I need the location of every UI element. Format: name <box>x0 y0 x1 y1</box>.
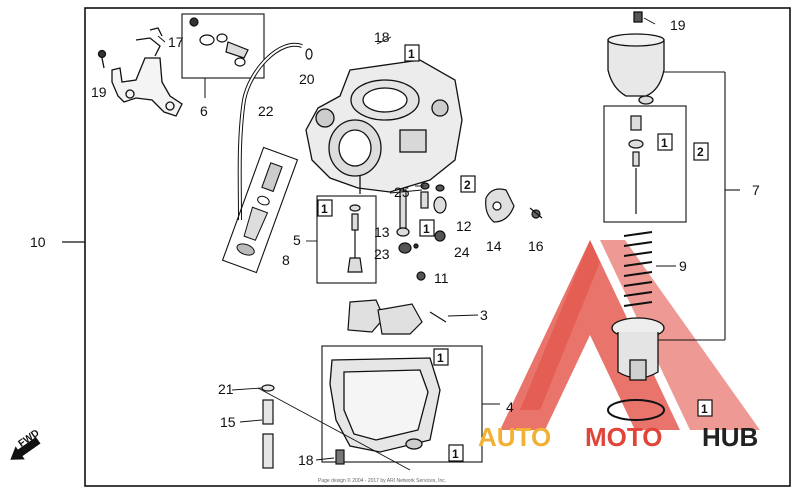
watermark-auto: AUTO <box>478 422 551 452</box>
box-1-e: 1 <box>437 351 444 365</box>
callout-21: 21 <box>218 381 234 397</box>
boxed-callouts: 1 1 2 1 2 1 1 1 1 <box>317 44 713 462</box>
callout-24: 24 <box>454 244 470 260</box>
callout-19a: 19 <box>91 84 107 100</box>
callout-10: 10 <box>30 234 46 250</box>
drain-tube-parts <box>261 384 345 469</box>
box-1-g: 1 <box>701 402 708 416</box>
jet-subassembly-box <box>316 195 377 284</box>
callout-18a: 18 <box>374 29 390 45</box>
box-1-b: 1 <box>661 136 668 150</box>
callout-22: 22 <box>258 103 274 119</box>
forward-arrow-icon <box>10 436 41 460</box>
watermark-text: AUTO MOTO HUB <box>478 422 758 452</box>
float-bowl <box>329 357 441 453</box>
box-1-c: 1 <box>321 202 328 216</box>
diaphragm-o-ring <box>607 399 665 421</box>
callout-6: 6 <box>200 103 208 119</box>
callout-labels: 10 19 17 6 22 20 18 19 7 9 8 5 25 13 23 … <box>30 17 760 468</box>
box-1-f: 1 <box>452 447 459 461</box>
box-1-a: 1 <box>408 47 415 61</box>
callout-14: 14 <box>486 238 502 254</box>
callout-23: 23 <box>374 246 390 262</box>
callout-12: 12 <box>456 218 472 234</box>
callout-11: 11 <box>434 270 449 286</box>
float <box>347 299 447 335</box>
callout-5: 5 <box>293 232 301 248</box>
box-2-a: 2 <box>697 145 704 159</box>
assembly-frame <box>84 7 791 487</box>
watermark-hub: HUB <box>702 422 758 452</box>
cover-and-screw <box>485 188 543 223</box>
vacuum-chamber-cover <box>607 11 665 105</box>
callout-8: 8 <box>282 252 290 268</box>
choke-lever-parts <box>189 17 249 67</box>
float-valve <box>347 204 363 273</box>
piston-spring-and-diaphragm <box>611 231 665 381</box>
callout-18b: 18 <box>298 452 314 468</box>
jet-needle <box>628 115 644 214</box>
pilot-screw-assembly <box>221 146 299 274</box>
throttle-cable <box>237 42 303 221</box>
callout-13: 13 <box>374 224 390 240</box>
lever-subassembly-box <box>181 13 265 79</box>
box-1-d: 1 <box>423 222 430 236</box>
callout-16: 16 <box>528 238 544 254</box>
callout-19b: 19 <box>670 17 686 33</box>
watermark-moto: MOTO <box>585 422 663 452</box>
callout-7: 7 <box>752 182 760 198</box>
callout-20: 20 <box>299 71 315 87</box>
carburetor-body <box>305 59 463 194</box>
main-jet-parts <box>396 182 447 281</box>
callout-9: 9 <box>679 258 687 274</box>
choke-bracket <box>97 27 183 117</box>
watermark-logo <box>500 240 760 430</box>
callout-4: 4 <box>506 399 514 415</box>
callout-3: 3 <box>480 307 488 323</box>
footer-copyright: Page design © 2004 - 2017 by ARI Network… <box>318 477 446 484</box>
callout-17: 17 <box>168 34 184 50</box>
box-2-b: 2 <box>464 178 471 192</box>
callout-15: 15 <box>220 414 236 430</box>
needle-subassembly-box <box>603 105 687 223</box>
